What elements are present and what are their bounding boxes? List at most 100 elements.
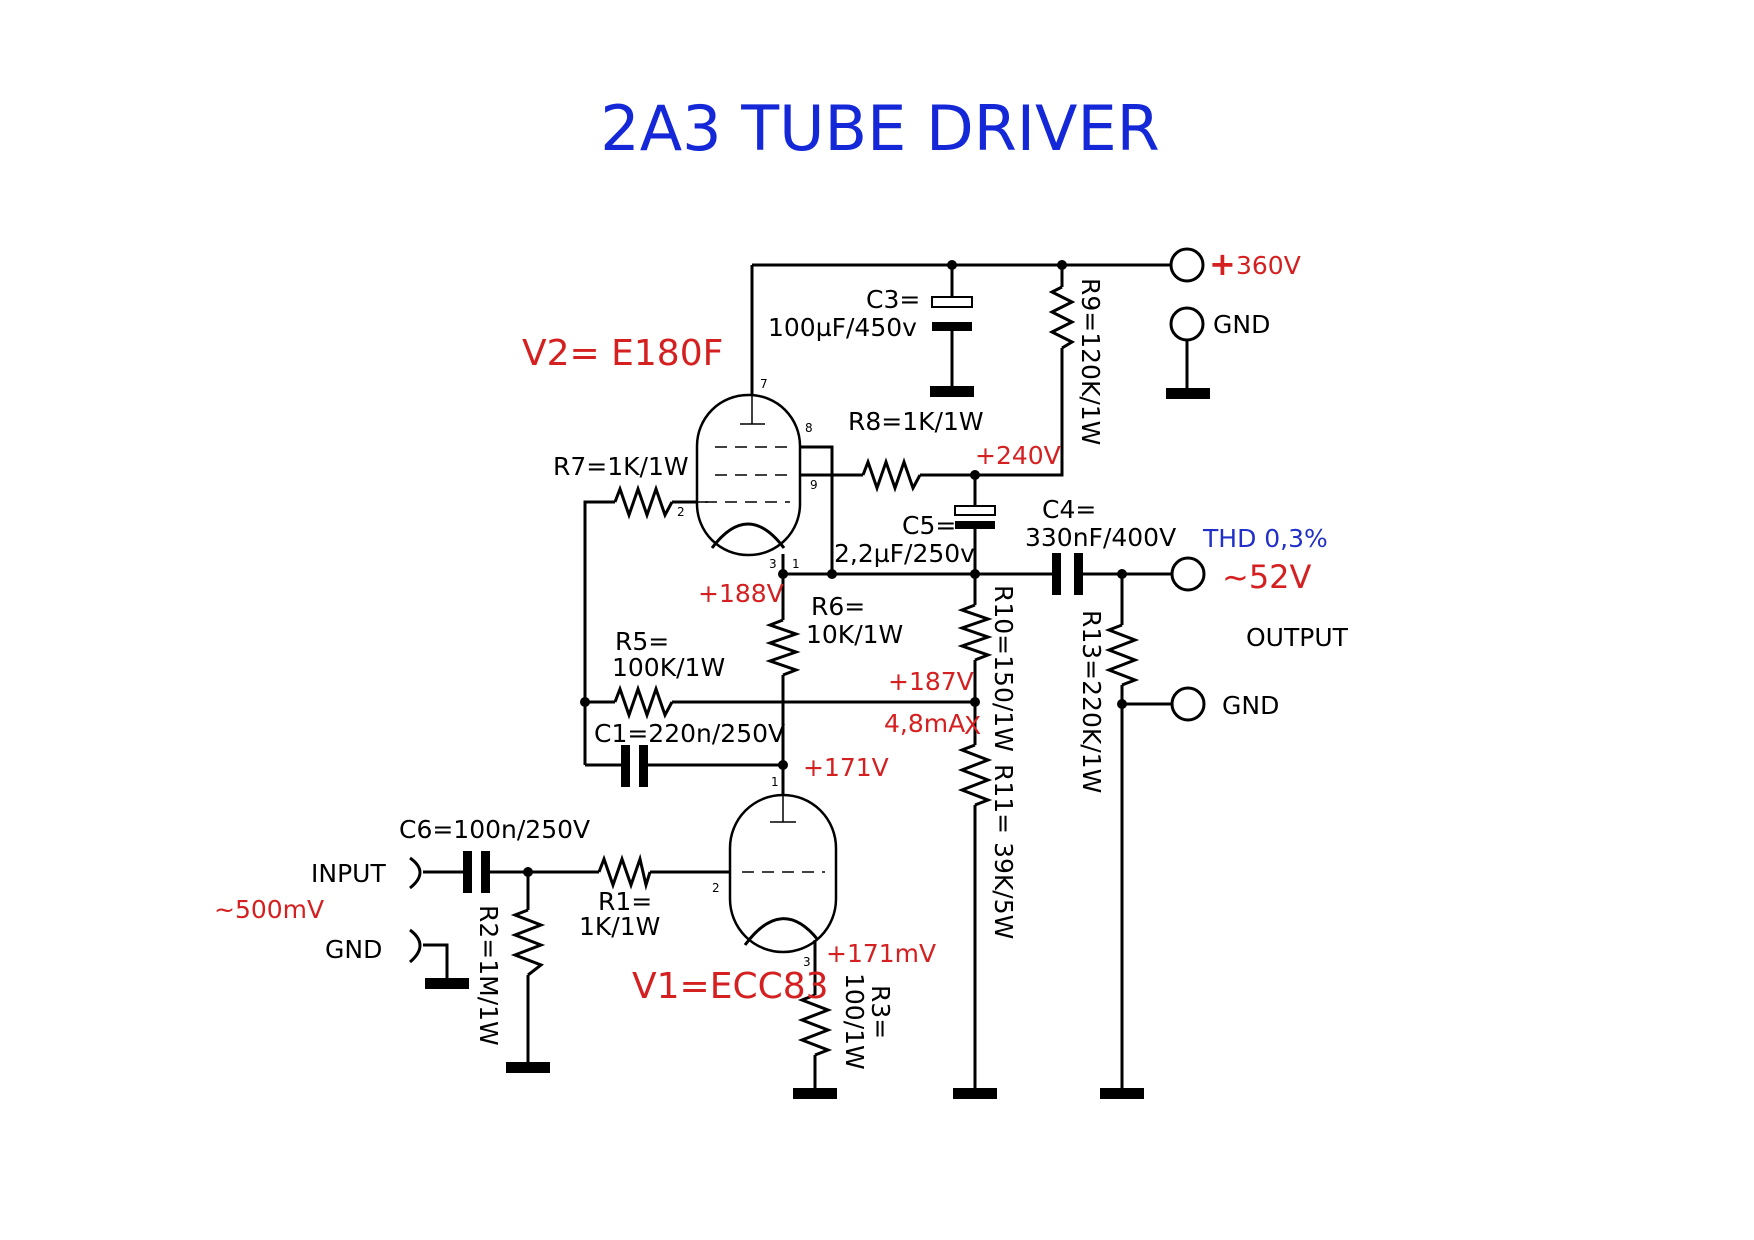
ground-bars — [425, 386, 1210, 1099]
ground-r2 — [506, 1062, 550, 1073]
ground-r13 — [1100, 1088, 1144, 1099]
c5-plate-solid — [955, 521, 995, 529]
r13-zigzag — [1104, 623, 1140, 687]
input-label: INPUT — [311, 859, 386, 888]
r6-label-name: R6= — [811, 592, 865, 621]
r3-label-name: R3= — [866, 985, 895, 1039]
v2-anode-plate — [740, 395, 765, 425]
supply-voltage-sign: + — [1209, 245, 1236, 283]
wire-r7 — [583, 500, 697, 765]
output-label: OUTPUT — [1246, 623, 1349, 652]
v2-pin-7: 7 — [760, 377, 768, 391]
voltage-annotations: + 360V +240V +188V +187V 4,8mA X +171V +… — [214, 245, 1312, 968]
wire-r13 — [1120, 574, 1173, 1093]
v1-cathode — [743, 917, 820, 946]
c5-label-name: C5= — [902, 511, 956, 540]
voltage-187v: +187V — [888, 667, 974, 696]
dot-c4-r13 — [1117, 569, 1127, 579]
ground-c3 — [930, 386, 974, 397]
wire-input-gnd — [423, 943, 449, 980]
c4-plate-right — [1074, 553, 1083, 595]
r6-zigzag — [765, 618, 801, 677]
r5-zigzag — [613, 684, 674, 720]
r13-label: R13=220K/1W — [1077, 610, 1106, 793]
c4-label-value: 330nF/400V — [1025, 523, 1176, 552]
c5-label-value: 2,2µF/250v — [834, 539, 975, 568]
dot-rail-c3 — [947, 260, 957, 270]
tube-v2 — [695, 393, 802, 557]
r2-label: R2=1M/1W — [474, 905, 503, 1046]
r5-label-value: 100K/1W — [612, 653, 725, 682]
dot-c5-r10 — [970, 569, 980, 579]
dot-r13-output — [1117, 699, 1127, 709]
pin-numbers: 7 8 9 2 3 1 1 2 3 — [677, 377, 818, 969]
output-gnd-label: GND — [1222, 691, 1279, 720]
terminals — [408, 247, 1206, 964]
r1-zigzag — [597, 853, 652, 891]
ground-input — [425, 978, 469, 989]
c4-label-name: C4= — [1042, 495, 1096, 524]
r11-label: R11= 39K/5W — [989, 764, 1018, 939]
c4-plate-left — [1052, 553, 1061, 595]
capacitors — [463, 296, 1083, 893]
dot-r5-right — [970, 697, 980, 707]
c6-plate-right — [481, 851, 490, 893]
ground-r11 — [953, 1088, 997, 1099]
wires — [423, 263, 1189, 1093]
dot-r2 — [523, 867, 533, 877]
v2-pin-2: 2 — [677, 505, 685, 519]
output-voltage: ~52V — [1222, 558, 1312, 596]
r8-zigzag — [861, 457, 922, 493]
v2-cathode — [710, 522, 786, 549]
dot-r5-left — [580, 697, 590, 707]
r11-zigzag — [957, 743, 993, 807]
r9-label: R9=120K/1W — [1076, 278, 1105, 445]
dot-cathode-v2 — [778, 569, 788, 579]
dot-screen — [827, 569, 837, 579]
tube-v1 — [728, 793, 838, 954]
terminal-input-gnd-jack[interactable] — [408, 928, 422, 964]
supply-gnd-label: GND — [1213, 310, 1270, 339]
r5-label-name: R5= — [615, 627, 669, 656]
dot-v1-anode — [778, 760, 788, 770]
voltage-188v: +188V — [698, 579, 784, 608]
c3-label-name: C3= — [866, 285, 920, 314]
tube-v2-label: V2= E180F — [522, 333, 723, 374]
diagram-title: 2A3 TUBE DRIVER — [600, 92, 1159, 165]
input-voltage: ~500mV — [214, 895, 324, 924]
c1-plate-left — [621, 745, 630, 787]
r1-label-value: 1K/1W — [579, 912, 660, 941]
v2-pin-3: 3 — [769, 557, 777, 571]
v2-pin-1: 1 — [792, 557, 800, 571]
terminal-output[interactable] — [1170, 556, 1206, 592]
terminal-supply-gnd[interactable] — [1169, 306, 1205, 342]
c1-label: C1=220n/250V — [594, 719, 785, 748]
c6-plate-left — [463, 851, 472, 893]
r1-label-name: R1= — [598, 887, 652, 916]
v1-pin-2: 2 — [712, 881, 720, 895]
v2-envelope — [695, 393, 802, 557]
voltage-240v: +240V — [975, 441, 1061, 470]
resistors — [510, 285, 1140, 1057]
c3-label-value: 100µF/450v — [768, 313, 917, 342]
terminal-labels: GND THD 0,3% OUTPUT GND INPUT GND — [311, 310, 1349, 964]
input-gnd-label: GND — [325, 935, 382, 964]
supply-voltage-label: 360V — [1236, 251, 1301, 280]
current-4-8ma: 4,8mA — [884, 709, 965, 738]
tube-v1-label: V1=ECC83 — [632, 966, 829, 1007]
c6-label: C6=100n/250V — [399, 815, 590, 844]
v2-pin-8: 8 — [805, 421, 813, 435]
r3-zigzag — [797, 993, 833, 1057]
r7-label: R7=1K/1W — [553, 452, 689, 481]
v2-pin-9: 9 — [810, 478, 818, 492]
terminal-supply[interactable] — [1169, 247, 1205, 283]
v1-anode-plate — [770, 795, 796, 823]
r2-zigzag — [510, 908, 546, 977]
terminal-output-gnd[interactable] — [1170, 686, 1206, 722]
terminal-input-jack[interactable] — [409, 856, 422, 890]
r10-label: R10=150/1W — [989, 585, 1018, 752]
junction-dots — [523, 260, 1127, 877]
r10-zigzag — [957, 603, 993, 662]
c3-plate-solid — [932, 322, 972, 331]
